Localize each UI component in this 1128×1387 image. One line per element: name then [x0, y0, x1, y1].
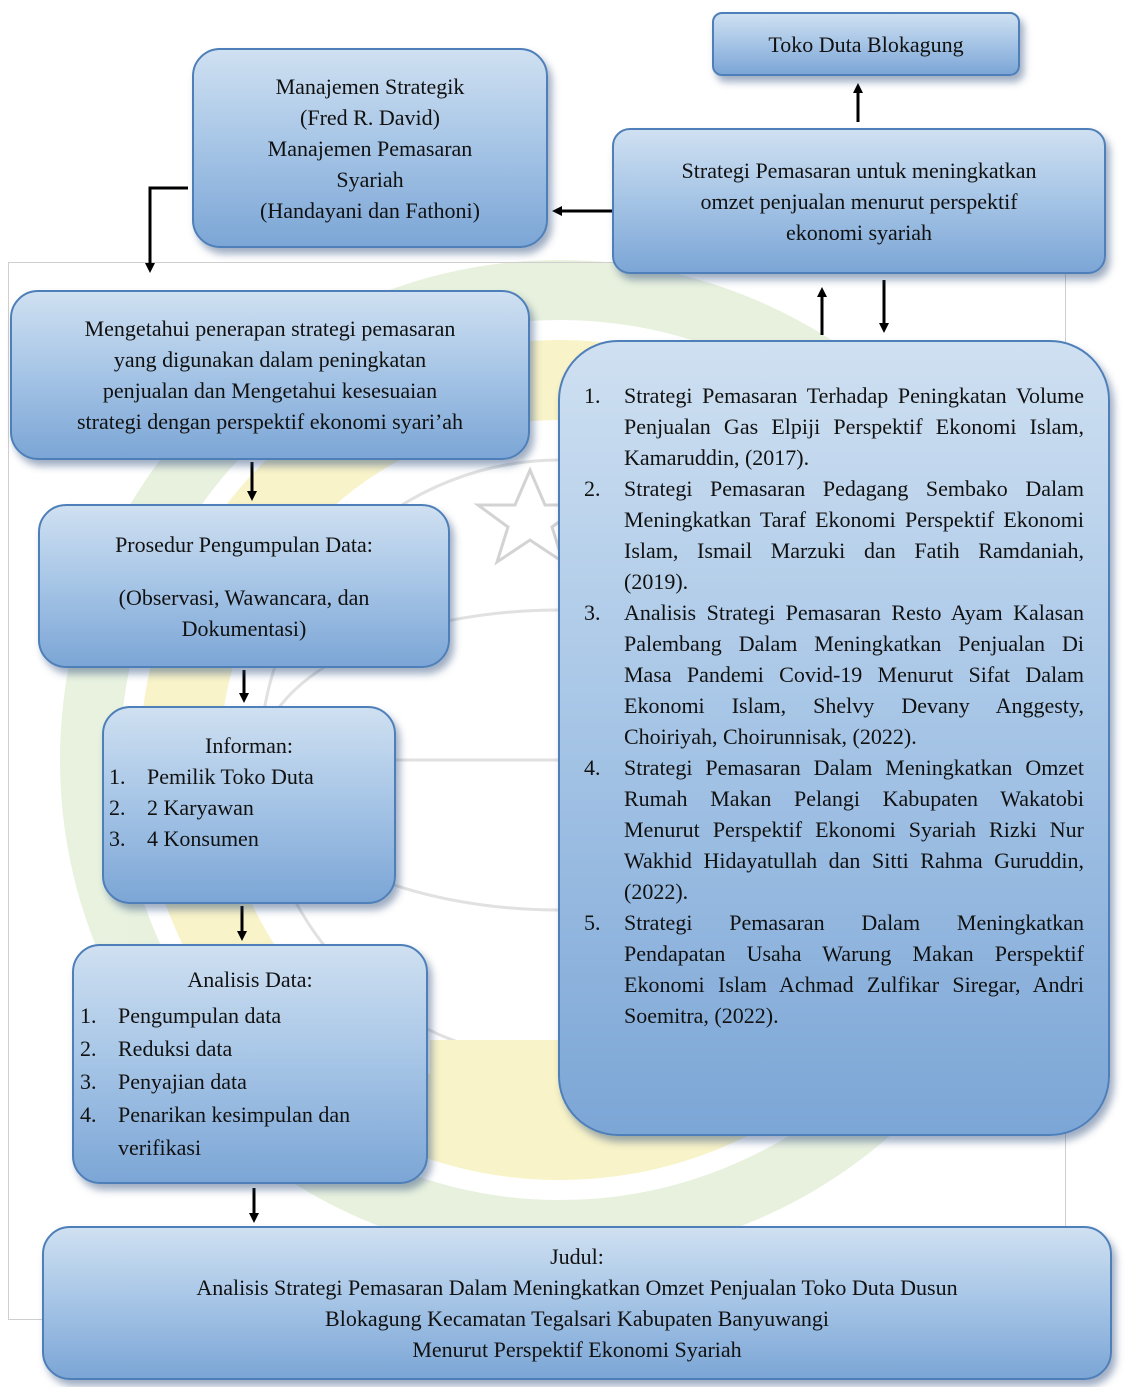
list-item: 4.Strategi Pemasaran Dalam Meningkatkan … — [584, 755, 1084, 904]
analisis-title: Analisis Data: — [187, 967, 313, 992]
strategi-line: Strategi Pemasaran untuk meningkatkan — [681, 157, 1037, 183]
analisis-list: 1.Pengumpulan data 2.Reduksi data 3.Peny… — [68, 999, 432, 1164]
informan-box: Informan: 1.Pemilik Toko Duta 2.2 Karyaw… — [102, 706, 396, 904]
strategi-line: ekonomi syariah — [785, 219, 933, 245]
prosedur-line: Dokumentasi) — [181, 615, 307, 641]
list-item: 1.Strategi Pemasaran Terhadap Peningkata… — [584, 383, 1084, 470]
manajemen-line: Manajemen Pemasaran — [267, 135, 473, 161]
mengetahui-line: penjualan dan Mengetahui kesesuaian — [102, 378, 438, 403]
informan-list: 1.Pemilik Toko Duta 2.2 Karyawan 3.4 Kon… — [99, 761, 399, 854]
list-item: 2.2 Karyawan — [109, 795, 254, 820]
penelitian-box: 1.Strategi Pemasaran Terhadap Peningkata… — [558, 340, 1110, 1136]
list-item: 1.Pengumpulan data — [80, 1003, 282, 1028]
penelitian-list: 1.Strategi Pemasaran Terhadap Peningkata… — [584, 380, 1084, 1031]
mengetahui-line: yang digunakan dalam peningkatan — [113, 347, 427, 372]
judul-box: Judul: Analisis Strategi Pemasaran Dalam… — [42, 1226, 1112, 1380]
list-item: 5.Strategi Pemasaran Dalam Meningkatkan … — [584, 910, 1084, 1028]
manajemen-line: (Fred R. David) — [300, 104, 440, 130]
manajemen-line: Manajemen Strategik — [275, 73, 465, 99]
judul-line: Analisis Strategi Pemasaran Dalam Mening… — [196, 1275, 958, 1300]
prosedur-title: Prosedur Pengumpulan Data: — [115, 531, 373, 557]
mengetahui-line: Mengetahui penerapan strategi pemasaran — [84, 316, 456, 341]
list-item: 4.Penarikan kesimpulan dan verifikasi — [80, 1102, 351, 1160]
toko-label: Toko Duta Blokagung — [768, 31, 964, 57]
informan-title: Informan: — [205, 733, 293, 758]
judul-label: Judul: — [550, 1244, 604, 1269]
strategi-line: omzet penjualan menurut perspektif — [700, 188, 1018, 214]
list-item: 1.Pemilik Toko Duta — [109, 764, 314, 789]
toko-box: Toko Duta Blokagung — [712, 12, 1020, 76]
arrow-manajemen-to-mengetahui — [145, 186, 188, 273]
list-item: 3.4 Konsumen — [109, 826, 259, 851]
list-item: 3.Analisis Strategi Pemasaran Resto Ayam… — [584, 600, 1084, 749]
list-item: 2.Reduksi data — [80, 1036, 233, 1061]
judul-line: Blokagung Kecamatan Tegalsari Kabupaten … — [325, 1306, 829, 1331]
manajemen-line: Syariah — [336, 166, 404, 192]
mengetahui-box: Mengetahui penerapan strategi pemasaran … — [10, 290, 530, 460]
manajemen-box: Manajemen Strategik (Fred R. David) Mana… — [192, 48, 548, 248]
strategi-box: Strategi Pemasaran untuk meningkatkan om… — [612, 128, 1106, 274]
prosedur-line: (Observasi, Wawancara, dan — [118, 584, 370, 610]
analisis-box: Analisis Data: 1.Pengumpulan data 2.Redu… — [72, 944, 428, 1184]
manajemen-line: (Handayani dan Fathoni) — [260, 197, 480, 223]
list-item: 3.Penyajian data — [80, 1069, 247, 1094]
list-item: 2.Strategi Pemasaran Pedagang Sembako Da… — [584, 476, 1084, 594]
mengetahui-line: strategi dengan perspektif ekonomi syari… — [76, 409, 464, 434]
judul-line: Menurut Perspektif Ekonomi Syariah — [412, 1337, 742, 1362]
prosedur-box: Prosedur Pengumpulan Data: (Observasi, W… — [38, 504, 450, 668]
